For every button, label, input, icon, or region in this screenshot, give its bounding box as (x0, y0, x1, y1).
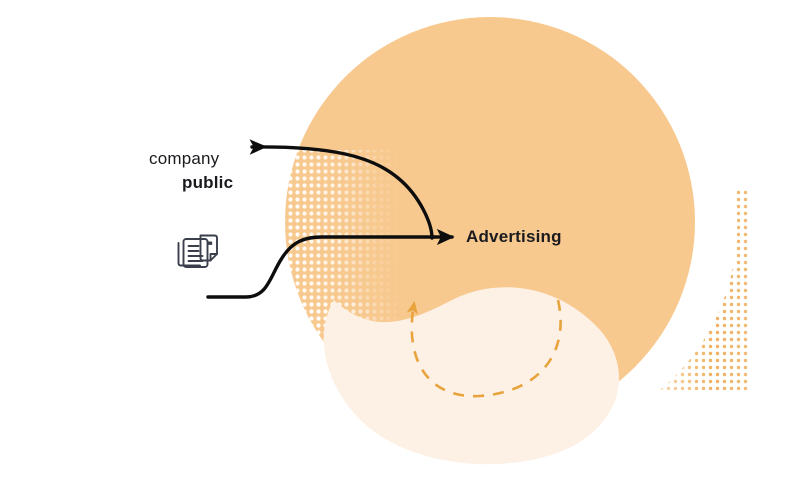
dashed-arc-arrow-icon (406, 299, 562, 398)
label-public: public (182, 173, 234, 192)
newspaper-icon (177, 234, 218, 268)
curved-arrow-left-icon (249, 139, 434, 240)
cream-blob (323, 287, 620, 465)
label-advertising: Advertising (466, 227, 562, 246)
curved-arrow-right-icon (206, 228, 455, 299)
label-company: company (149, 149, 220, 168)
